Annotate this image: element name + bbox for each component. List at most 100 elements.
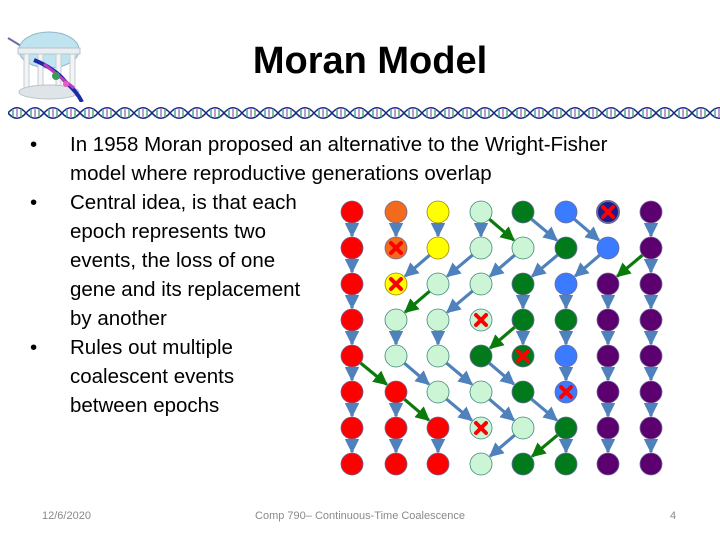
gene-node: [511, 200, 535, 224]
bullet-line: coalescent events: [70, 365, 235, 388]
lineage-arrow: [446, 289, 474, 314]
lineage-arrow: [488, 361, 515, 386]
bullet-dot: •: [30, 133, 38, 156]
gene-node: [511, 416, 535, 440]
gene-node: [554, 452, 578, 476]
gene-node: [511, 380, 535, 404]
bullet-line: In 1958 Moran proposed an alternative to…: [70, 133, 608, 156]
gene-node: [384, 308, 408, 332]
gene-nodes: [340, 200, 663, 476]
gene-node: [426, 236, 450, 260]
gene-node: [554, 236, 578, 260]
bullet-line: gene and its replacement: [70, 278, 301, 301]
gene-node: [639, 200, 663, 224]
gene-node: [469, 200, 493, 224]
slide-title: Moran Model: [252, 40, 488, 82]
death-x-icon: [559, 385, 573, 399]
reproduction-arrow: [403, 397, 430, 422]
bullet-dot: •: [30, 336, 38, 359]
death-x-icon: [601, 205, 615, 219]
gene-node: [596, 272, 620, 296]
lineage-arrow: [489, 433, 516, 458]
gene-node: [596, 344, 620, 368]
bullet-line: model where reproductive generations ove…: [70, 162, 492, 185]
gene-node: [469, 344, 493, 368]
gene-node: [469, 272, 493, 296]
gene-node: [340, 272, 364, 296]
reproduction-arrow: [488, 217, 515, 242]
gene-node: [426, 344, 450, 368]
lineage-arrow: [574, 253, 601, 278]
gene-node: [639, 344, 663, 368]
page-number: 4: [670, 510, 677, 522]
gene-node: [384, 380, 408, 404]
death-x-icon: [474, 313, 488, 327]
gene-node: [469, 452, 493, 476]
footer-title: Comp 790– Continuous-Time Coalescence: [255, 510, 465, 522]
gene-node: [511, 308, 535, 332]
death-x-icon: [389, 277, 403, 291]
lineage-arrow: [445, 361, 473, 386]
lineage-arrow: [446, 253, 474, 278]
bullet-list: • In 1958 Moran proposed an alternative …: [30, 130, 670, 420]
bullet-line: between epochs: [70, 394, 220, 417]
gene-node: [511, 236, 535, 260]
reproduction-arrow: [404, 289, 431, 314]
lineage-arrow: [530, 217, 558, 242]
reproduction-arrow: [489, 325, 516, 350]
gene-node: [554, 344, 578, 368]
gene-node: [340, 308, 364, 332]
bullet-line: Rules out multiple: [70, 336, 233, 359]
gene-node: [596, 380, 620, 404]
bullet-line: epoch represents two: [70, 220, 267, 243]
lineage-arrow: [445, 397, 473, 422]
gene-node: [340, 236, 364, 260]
gene-node: [469, 236, 493, 260]
gene-node: [639, 272, 663, 296]
lineage-arrow: [489, 253, 516, 278]
gene-node: [340, 452, 364, 476]
gene-node: [426, 380, 450, 404]
gene-node: [426, 308, 450, 332]
gene-node: [554, 272, 578, 296]
gene-node: [384, 416, 408, 440]
gene-node: [384, 452, 408, 476]
death-x-icon: [474, 421, 488, 435]
gene-node: [384, 344, 408, 368]
bullet-item-3: • Rules out multiple coalescent events b…: [30, 333, 330, 420]
gene-node: [596, 308, 620, 332]
gene-node: [639, 236, 663, 260]
lineage-arrow: [530, 397, 558, 422]
bullet-item-1: • In 1958 Moran proposed an alternative …: [30, 130, 670, 188]
gene-node: [426, 416, 450, 440]
gene-node: [554, 416, 578, 440]
gene-node: [340, 380, 364, 404]
reproduction-arrow: [616, 253, 644, 278]
gene-node: [596, 236, 620, 260]
gene-node: [426, 452, 450, 476]
gene-node: [340, 344, 364, 368]
death-x-icon: [389, 241, 403, 255]
gene-node: [639, 308, 663, 332]
bullet-dot: •: [30, 191, 38, 214]
gene-node: [511, 452, 535, 476]
death-x-icon: [516, 349, 530, 363]
gene-node: [340, 416, 364, 440]
gene-node: [340, 200, 364, 224]
bullet-item-2: • Central idea, is that each epoch repre…: [30, 188, 330, 333]
gene-node: [511, 272, 535, 296]
lineage-arrow: [488, 397, 515, 422]
reproduction-arrow: [531, 433, 559, 458]
bullet-line: Central idea, is that each: [70, 191, 297, 214]
lineage-arrows: [344, 217, 659, 458]
footer-date: 12/6/2020: [42, 510, 91, 522]
bullet-line: by another: [70, 307, 167, 330]
gene-node: [639, 452, 663, 476]
gene-node: [554, 200, 578, 224]
moran-model-diagram: [340, 200, 663, 476]
bullet-line: events, the loss of one: [70, 249, 276, 272]
gene-node: [639, 416, 663, 440]
gene-node: [469, 380, 493, 404]
gene-node: [554, 308, 578, 332]
reproduction-arrow: [359, 361, 388, 386]
